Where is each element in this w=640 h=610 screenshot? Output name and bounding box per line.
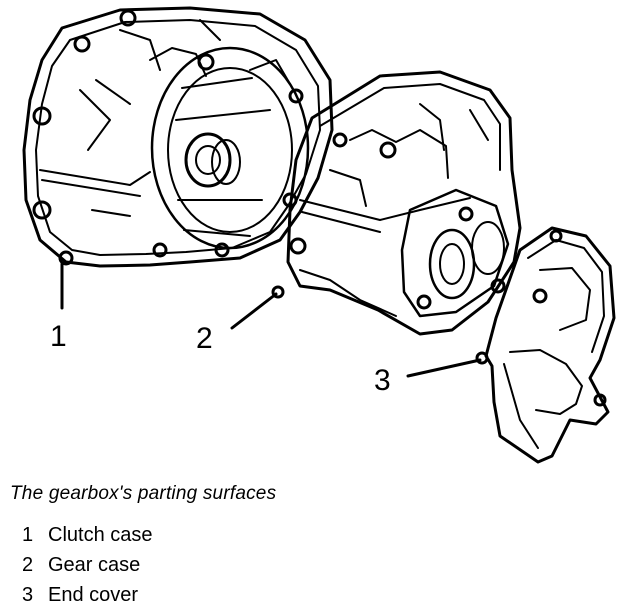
legend-item-number: 2 bbox=[22, 554, 34, 576]
gear-case-drawing bbox=[271, 70, 522, 336]
leader-line-2 bbox=[230, 292, 278, 330]
callout-number-1: 1 bbox=[50, 320, 67, 353]
clutch-case-drawing bbox=[22, 6, 334, 268]
callout-number-3: 3 bbox=[374, 364, 391, 397]
legend-item-label: Gear case bbox=[48, 554, 141, 576]
end-cover-drawing bbox=[475, 226, 616, 464]
callout-number-2: 2 bbox=[196, 322, 213, 355]
legend-item-label: End cover bbox=[48, 584, 139, 606]
parts-legend: 1 Clutch case 2 Gear case 3 End cover bbox=[22, 520, 153, 610]
legend-item: 2 Gear case bbox=[22, 550, 153, 580]
legend-item: 3 End cover bbox=[22, 580, 153, 610]
legend-item-number: 1 bbox=[22, 524, 34, 546]
legend-item: 1 Clutch case bbox=[22, 520, 153, 550]
legend-item-number: 3 bbox=[22, 584, 34, 606]
leader-line-3 bbox=[406, 358, 482, 378]
gearbox-exploded-drawing bbox=[22, 6, 616, 464]
legend-item-label: Clutch case bbox=[48, 524, 153, 546]
figure-caption: The gearbox's parting surfaces bbox=[10, 483, 277, 504]
